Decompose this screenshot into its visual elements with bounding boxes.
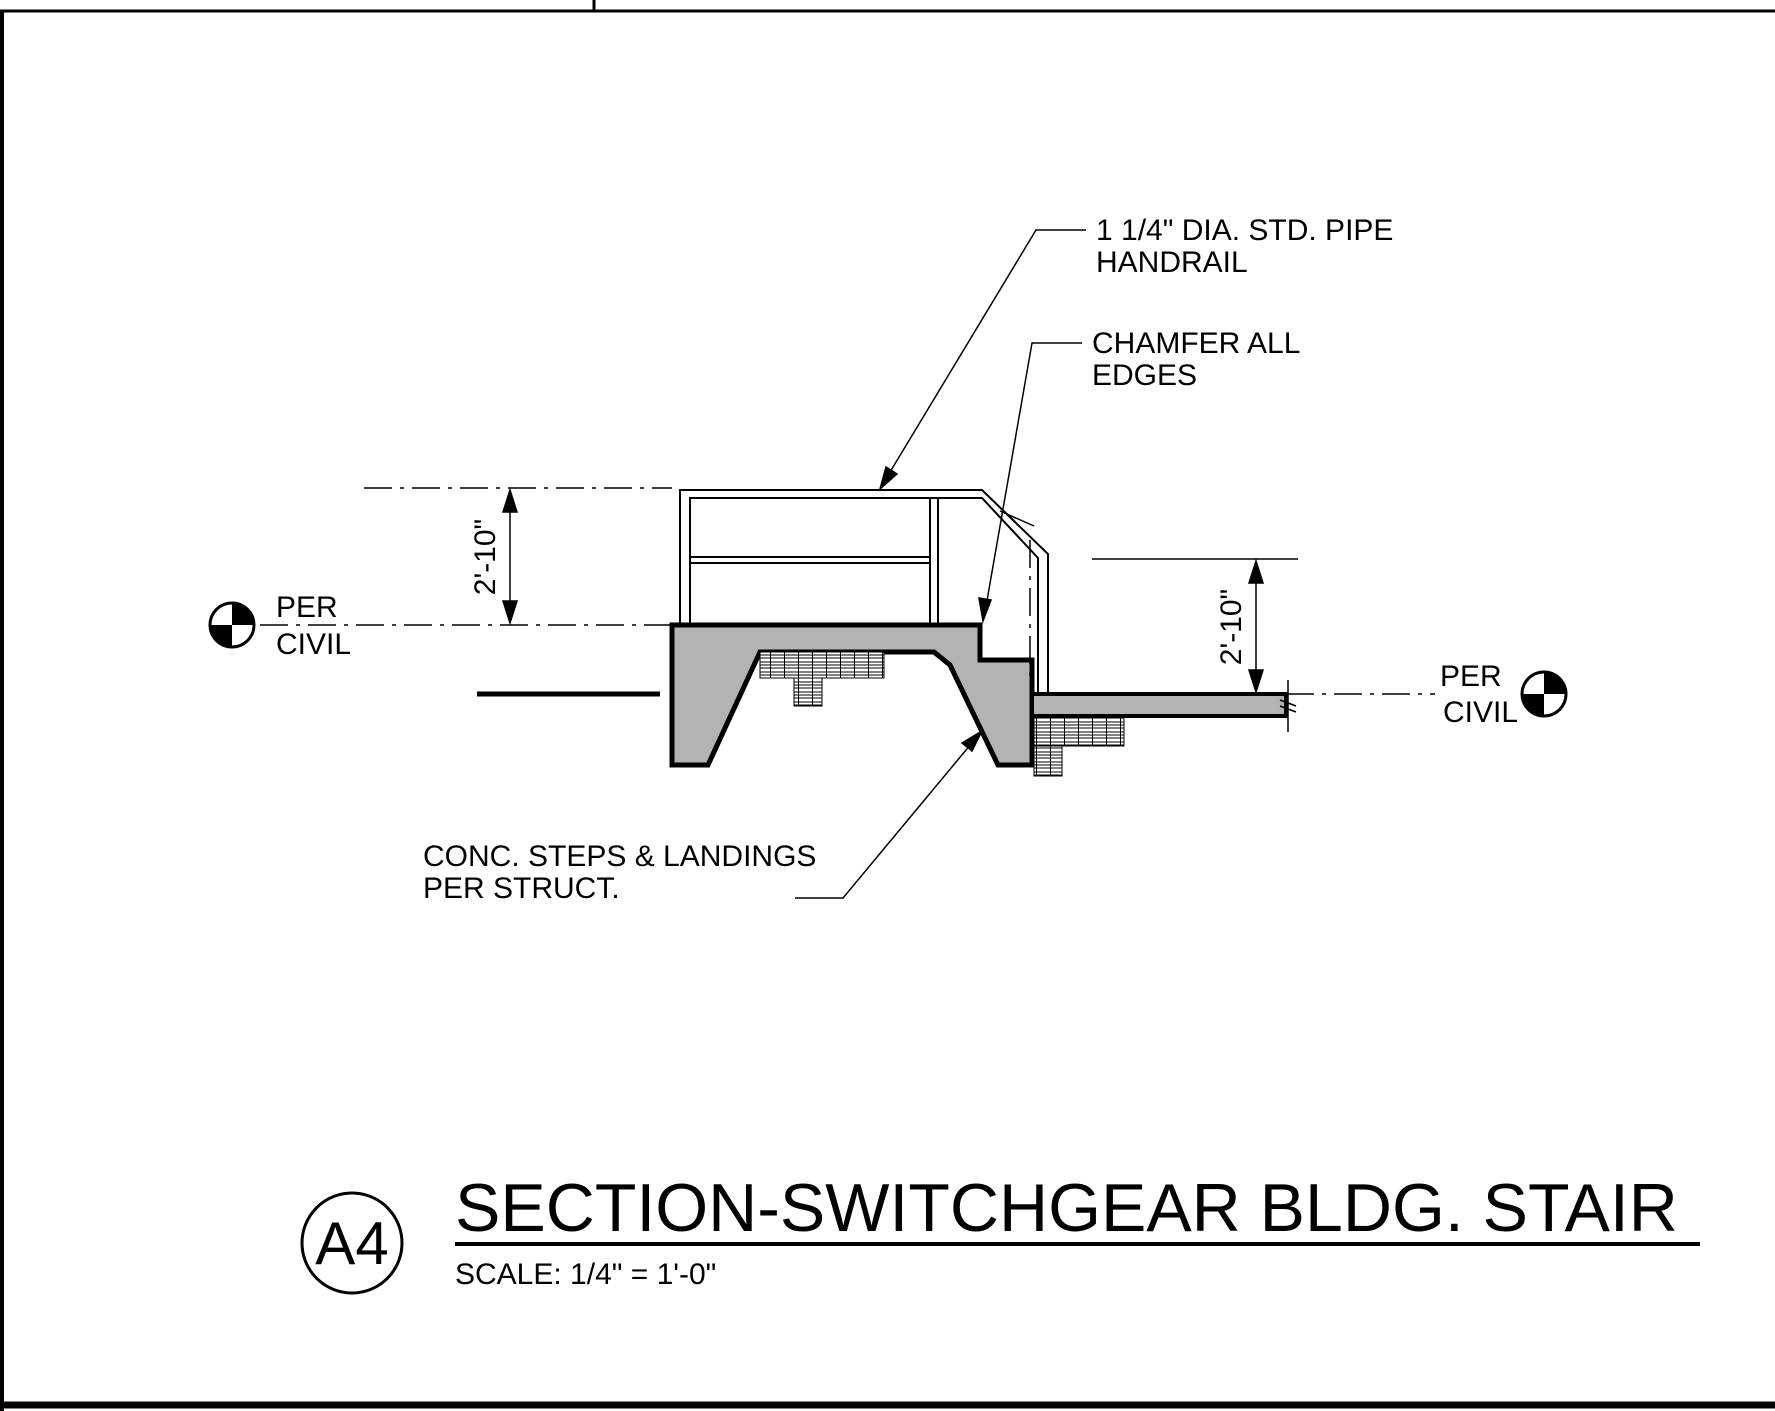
elevation-left-line1: PER	[276, 591, 338, 624]
break-line	[1279, 680, 1297, 732]
reference-lines	[260, 487, 1435, 695]
note-handrail-line2: HANDRAIL	[1096, 246, 1248, 279]
dimension-left	[501, 487, 519, 626]
note-chamfer-line1: CHAMFER ALL	[1092, 327, 1300, 360]
note-steps-line1: CONC. STEPS & LANDINGS	[423, 840, 816, 873]
dimension-left-label: 2'-10"	[469, 519, 502, 595]
leader-chamfer	[978, 342, 1082, 624]
dimension-right	[1247, 558, 1265, 695]
landing-slab	[1030, 692, 1288, 718]
concrete-steps-section	[669, 622, 1035, 768]
detail-tag-bubble	[300, 1191, 404, 1295]
elevation-right-line1: PER	[1440, 660, 1502, 693]
compacted-fill-hatch	[759, 651, 1125, 777]
detail-tag: A4	[315, 1210, 388, 1277]
elevation-right-line2: CIVIL	[1443, 696, 1518, 729]
dimension-right-label: 2'-10"	[1215, 589, 1248, 665]
note-handrail-line1: 1 1/4" DIA. STD. PIPE	[1096, 214, 1393, 247]
elevation-marker-right	[1520, 670, 1568, 718]
pipe-handrail	[679, 489, 1049, 694]
leader-handrail	[878, 229, 1086, 492]
note-steps-line2: PER STRUCT.	[423, 872, 620, 905]
note-chamfer-line2: EDGES	[1092, 359, 1197, 392]
drawing-scale: SCALE: 1/4" = 1'-0"	[455, 1258, 716, 1291]
elevation-marker-left	[208, 601, 256, 649]
drawing-title: SECTION-SWITCHGEAR BLDG. STAIR	[455, 1170, 1678, 1246]
leader-steps	[795, 729, 984, 899]
elevation-left-line2: CIVIL	[276, 628, 351, 661]
